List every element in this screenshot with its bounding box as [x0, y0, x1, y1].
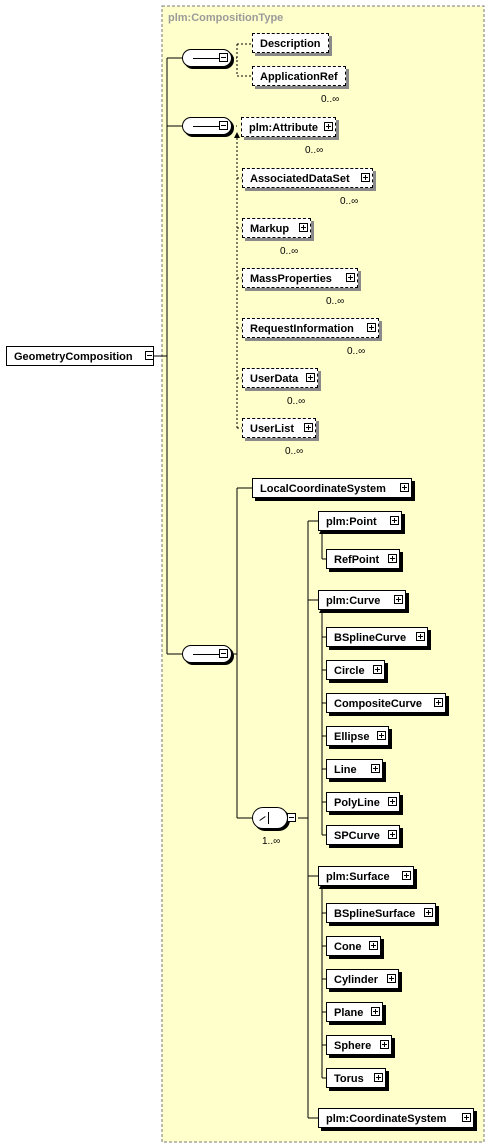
- bspline-curve-expand-toggle[interactable]: [416, 632, 425, 641]
- point-group-head[interactable]: plm:Point: [318, 511, 402, 531]
- curve-item-polyline[interactable]: PolyLine: [326, 792, 400, 812]
- sequence-3-collapse-toggle[interactable]: [219, 649, 228, 658]
- associated-data-set-cardinality: 0..∞: [340, 196, 359, 207]
- seq2-item-user-data[interactable]: UserData: [242, 368, 318, 388]
- choice-collapse-toggle[interactable]: [287, 813, 296, 822]
- user-list-expand-toggle[interactable]: [304, 423, 313, 432]
- coordinate-system-expand-toggle[interactable]: [462, 1113, 471, 1122]
- curve-group-head[interactable]: plm:Curve: [318, 590, 406, 610]
- cone-expand-toggle[interactable]: [369, 941, 378, 950]
- root-element[interactable]: GeometryComposition: [6, 346, 154, 366]
- sequence-1-collapse-toggle[interactable]: [219, 53, 228, 62]
- spcurve-expand-toggle[interactable]: [388, 830, 397, 839]
- choice-compositor: [252, 807, 288, 829]
- surface-item-cylinder[interactable]: Cylinder: [326, 969, 399, 989]
- curve-item-spcurve[interactable]: SPCurve: [326, 825, 400, 845]
- complex-type-title: plm:CompositionType: [168, 12, 284, 24]
- mass-properties-expand-toggle[interactable]: [346, 273, 355, 282]
- curve-item-ellipse[interactable]: Ellipse: [326, 726, 389, 746]
- curve-item-circle[interactable]: Circle: [326, 660, 385, 680]
- request-information-cardinality: 0..∞: [347, 346, 366, 357]
- seq2-item-associated-data-set[interactable]: AssociatedDataSet: [242, 168, 373, 188]
- surface-item-torus[interactable]: Torus: [326, 1068, 386, 1088]
- request-information-expand-toggle[interactable]: [367, 323, 376, 332]
- seq2-item-mass-properties[interactable]: MassProperties: [242, 268, 358, 288]
- curve-item-bspline-curve[interactable]: BSplineCurve: [326, 627, 428, 647]
- local-coordinate-system-element[interactable]: LocalCoordinateSystem: [252, 478, 412, 498]
- seq2-item-request-information[interactable]: RequestInformation: [242, 318, 379, 338]
- surface-item-plane[interactable]: Plane: [326, 1002, 383, 1022]
- curve-item-composite-curve[interactable]: CompositeCurve: [326, 693, 446, 713]
- application-ref-cardinality: 0..∞: [321, 94, 340, 105]
- point-expand-toggle[interactable]: [390, 516, 399, 525]
- bspline-surface-expand-toggle[interactable]: [424, 908, 433, 917]
- user-list-cardinality: 0..∞: [285, 446, 304, 457]
- surface-group-head[interactable]: plm:Surface: [318, 866, 414, 886]
- cylinder-expand-toggle[interactable]: [387, 974, 396, 983]
- coordinate-system-element[interactable]: plm:CoordinateSystem: [318, 1108, 474, 1128]
- surface-item-cone[interactable]: Cone: [326, 936, 381, 956]
- attribute-cardinality: 0..∞: [305, 145, 324, 156]
- user-data-expand-toggle[interactable]: [306, 373, 315, 382]
- root-collapse-toggle[interactable]: [145, 351, 154, 360]
- polyline-expand-toggle[interactable]: [388, 797, 397, 806]
- plane-expand-toggle[interactable]: [371, 1007, 380, 1016]
- seq2-item-markup[interactable]: Markup: [242, 218, 311, 238]
- circle-expand-toggle[interactable]: [373, 665, 382, 674]
- mass-properties-cardinality: 0..∞: [326, 296, 345, 307]
- surface-expand-toggle[interactable]: [402, 871, 411, 880]
- user-data-cardinality: 0..∞: [287, 396, 306, 407]
- associated-data-set-expand-toggle[interactable]: [361, 173, 370, 182]
- composite-curve-expand-toggle[interactable]: [434, 698, 443, 707]
- attribute-expand-toggle[interactable]: [324, 122, 333, 131]
- curve-expand-toggle[interactable]: [394, 595, 403, 604]
- torus-expand-toggle[interactable]: [374, 1073, 383, 1082]
- point-item-ref-point[interactable]: RefPoint: [326, 549, 400, 569]
- line-expand-toggle[interactable]: [371, 764, 380, 773]
- description-element[interactable]: Description: [252, 33, 329, 53]
- markup-cardinality: 0..∞: [280, 246, 299, 257]
- sequence-2-collapse-toggle[interactable]: [219, 121, 228, 130]
- choice-cardinality: 1..∞: [262, 836, 281, 847]
- application-ref-element[interactable]: ApplicationRef: [252, 66, 346, 86]
- curve-item-line[interactable]: Line: [326, 759, 383, 779]
- sphere-expand-toggle[interactable]: [380, 1040, 389, 1049]
- surface-item-sphere[interactable]: Sphere: [326, 1035, 392, 1055]
- surface-item-bspline-surface[interactable]: BSplineSurface: [326, 903, 436, 923]
- ellipse-expand-toggle[interactable]: [377, 731, 386, 740]
- local-coordinate-system-expand-toggle[interactable]: [400, 483, 409, 492]
- ref-point-expand-toggle[interactable]: [388, 554, 397, 563]
- seq2-item-user-list[interactable]: UserList: [242, 418, 316, 438]
- attribute-group-head[interactable]: plm:Attribute: [241, 117, 336, 137]
- markup-expand-toggle[interactable]: [299, 223, 308, 232]
